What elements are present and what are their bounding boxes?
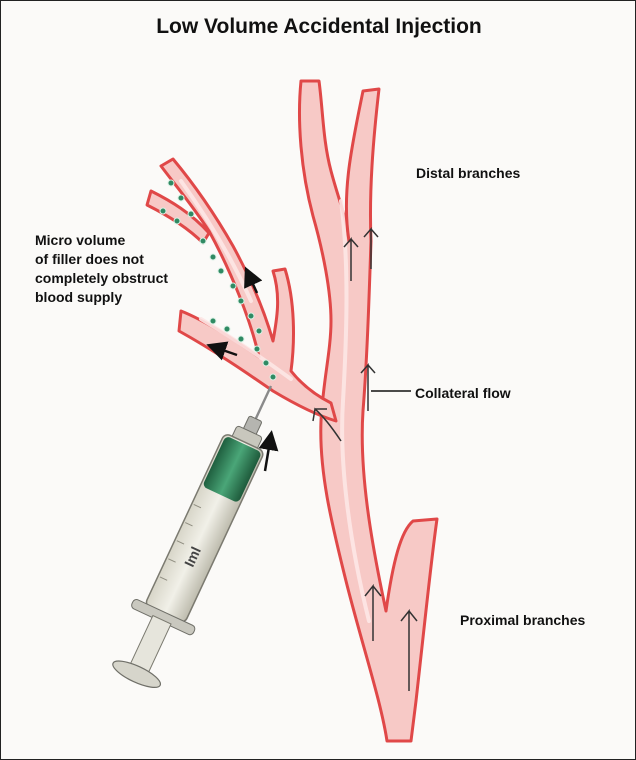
label-distal-branches: Distal branches [416,164,520,183]
label-micro-volume: Micro volume of filler does not complete… [35,231,235,307]
syringe: Iml [102,372,301,696]
label-proximal-branches: Proximal branches [460,611,585,630]
needle [254,385,272,420]
label-collateral-flow: Collateral flow [415,384,511,403]
artery [147,81,437,741]
